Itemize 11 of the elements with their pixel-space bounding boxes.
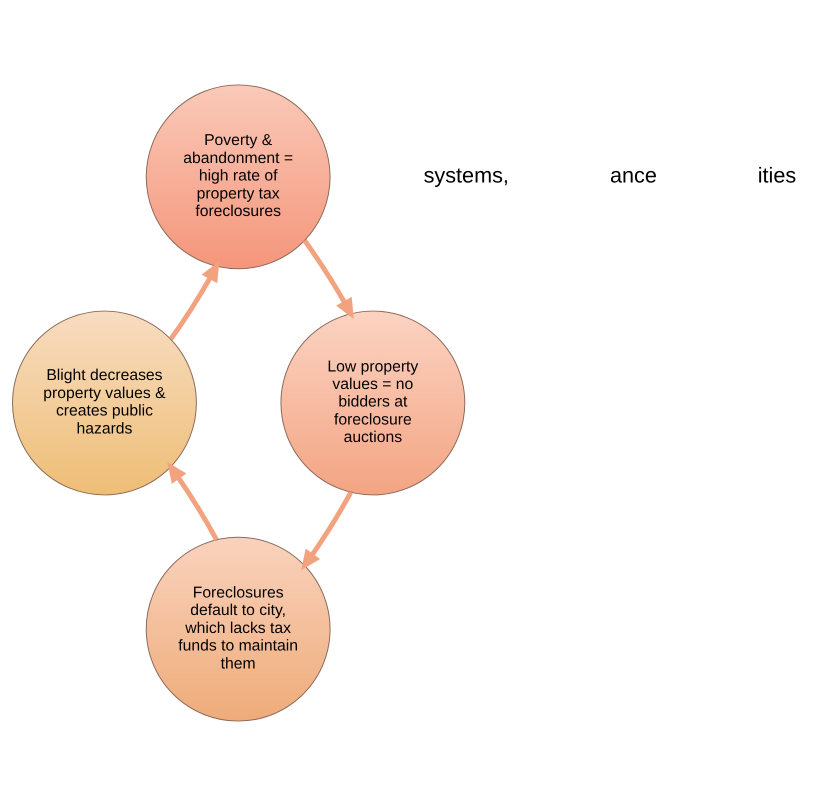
- label: ance: [610, 162, 657, 187]
- arrow: [301, 490, 353, 570]
- label: ities: [758, 162, 796, 187]
- arrow: [302, 238, 354, 319]
- node-circle: Low property values = no bidders at foreclosure auctions: [280, 310, 466, 495]
- node-circle: Poverty & abandonment = high rate of property tax foreclosures: [146, 84, 331, 269]
- arrow: [167, 462, 219, 540]
- label: systems,: [424, 162, 509, 187]
- node-circle: Blight decreases property values & creates public hazards: [12, 310, 197, 495]
- arrow: [168, 260, 220, 340]
- node-circle: Foreclosures default to city, which lacks tax funds to maintain them: [146, 536, 331, 722]
